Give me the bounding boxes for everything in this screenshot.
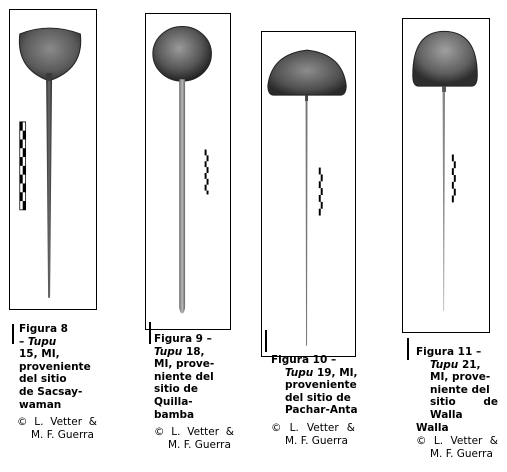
figure-10-number: Figura 10 – bbox=[271, 354, 337, 366]
figure-10-caption: Figura 10 – Tupu 19, MI, proveniente del… bbox=[271, 354, 363, 447]
figure-8-number: Figura 8 bbox=[19, 323, 68, 335]
figure-11-frame bbox=[402, 18, 490, 333]
figure-9-frame bbox=[145, 13, 231, 330]
scale-bar bbox=[318, 167, 323, 219]
figure-10-tupu-photo bbox=[267, 49, 347, 346]
figure-11-tupu-photo bbox=[412, 30, 478, 311]
figure-11-number: Figura 11 – bbox=[416, 346, 482, 358]
figure-8-tupu-photo bbox=[18, 27, 82, 298]
figure-11-caption: Figura 11 – Tupu 21, MI, prove- niente d… bbox=[416, 346, 498, 460]
scale-bar bbox=[451, 154, 456, 206]
figure-9-marker bbox=[149, 322, 151, 344]
figure-9-tupu-photo bbox=[152, 25, 212, 314]
figure-10-marker bbox=[265, 330, 267, 352]
scale-bar bbox=[204, 149, 209, 195]
figure-10-body: Tupu 19, MI, proveniente del sitio de Pa… bbox=[285, 366, 358, 417]
figure-8-credit: © L. Vetter & M. F. Guerra bbox=[17, 416, 97, 441]
figure-8-frame bbox=[9, 9, 97, 310]
figure-10-credit: © L. Vetter & M. F. Guerra bbox=[271, 421, 355, 447]
figure-8-body: – Tupu 15, MI, proveniente del sitio de … bbox=[19, 335, 91, 411]
figure-10-frame bbox=[261, 31, 356, 357]
figure-9-caption: Figura 9 – Tupu 18, MI, prove- niente de… bbox=[154, 333, 234, 451]
figure-8-marker bbox=[12, 324, 14, 344]
figure-11-body: Tupu 21, MI, prove- niente del sitio de … bbox=[416, 358, 498, 434]
scale-bar bbox=[19, 121, 27, 211]
figure-9-body: Tupu 18, MI, prove- niente del sitio de … bbox=[154, 345, 215, 421]
figure-11-marker bbox=[407, 338, 409, 360]
figure-9-number: Figura 9 – bbox=[154, 333, 212, 345]
figure-11-credit: © L. Vetter & M. F. Guerra bbox=[416, 435, 498, 460]
figure-8-caption: Figura 8 – Tupu 15, MI, proveniente del … bbox=[17, 323, 99, 441]
figure-9-credit: © L. Vetter & M. F. Guerra bbox=[154, 426, 234, 451]
